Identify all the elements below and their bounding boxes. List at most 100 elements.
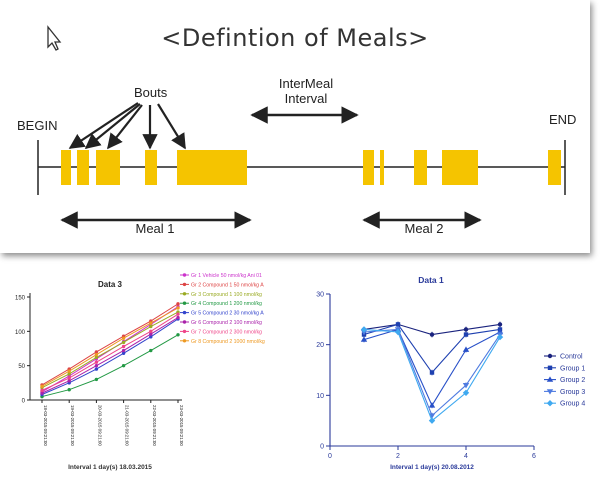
cursor-icon	[47, 25, 62, 51]
data3-series	[40, 310, 180, 390]
data3-point	[149, 335, 153, 339]
meal-definition-diagram: <Defintion of Meals>	[17, 24, 577, 236]
data1-legend-label: Group 4	[560, 401, 585, 408]
data3-legend-marker	[182, 320, 187, 324]
data1-legend-marker	[546, 376, 554, 382]
data1-y-tick-label: 20	[316, 342, 324, 349]
data3-point	[94, 350, 99, 354]
data3-legend-marker	[182, 310, 187, 315]
data3-point	[176, 306, 180, 310]
data3-point	[149, 324, 153, 329]
data1-y-tick-label: 10	[316, 393, 324, 400]
bout-bar	[363, 150, 374, 185]
data3-point	[40, 384, 44, 388]
data1-point	[463, 332, 469, 337]
diagram-canvas: BEGIN END Bouts InterMeal Interval Meal …	[17, 25, 576, 236]
begin-label: BEGIN	[17, 118, 57, 133]
data1-point	[463, 327, 469, 332]
data1-point	[462, 383, 470, 389]
data1-point	[428, 402, 436, 408]
data1-point	[394, 328, 402, 336]
bout-bar	[145, 150, 157, 185]
data3-x-tick-label: 19-03-2015 09:21:00	[70, 405, 75, 446]
intermeal-label: InterMeal	[279, 76, 333, 91]
data1-legend-marker	[546, 400, 554, 407]
data3-point	[176, 315, 180, 320]
data1-point	[429, 370, 435, 375]
data3-point	[67, 379, 71, 383]
data3-point	[67, 376, 71, 380]
data3-point	[94, 360, 99, 364]
bout-bar	[177, 150, 247, 185]
data3-point	[94, 352, 99, 357]
data3-point	[121, 344, 126, 349]
bout-arrow	[107, 104, 143, 150]
end-label: END	[549, 112, 576, 127]
data3-point	[40, 388, 44, 393]
data3-point	[67, 372, 71, 376]
data3-series	[40, 302, 180, 387]
data1-legend-marker	[547, 365, 553, 370]
data3-title: Data 3	[98, 280, 123, 289]
data3-series-line	[41, 303, 179, 386]
data1-x-tick-label: 2	[396, 453, 400, 460]
data1-point	[497, 322, 503, 327]
data3-legend-label: Gr 5 Compound 2 30 nmol/kg A	[191, 311, 264, 317]
data3-point	[67, 388, 71, 392]
data3-y-tick-label: 150	[15, 296, 26, 302]
data3-series	[40, 333, 180, 399]
data1-point	[429, 332, 435, 337]
data3-y-tick-label: 50	[18, 364, 25, 370]
data3-point	[40, 391, 44, 395]
bout-bar	[414, 150, 427, 185]
meal1-label: Meal 1	[135, 221, 174, 236]
data3-legend-marker	[182, 292, 187, 296]
data3-legend-marker	[182, 339, 187, 343]
data3-point	[149, 332, 153, 336]
data3-legend-marker	[182, 329, 187, 334]
data3-point	[94, 363, 99, 368]
bout-bar	[442, 150, 478, 185]
data3-point	[176, 333, 180, 337]
data3-legend-label: Gr 2 Compound 1 50 nmol/kg A	[191, 282, 264, 288]
data1-legend-marker	[547, 353, 553, 359]
data3-x-tick-label: 22-03-2015 09:21:00	[152, 405, 157, 446]
data3-legend-label: Gr 6 Compound 2 100 nmol/kg	[191, 320, 262, 326]
data3-point	[149, 321, 153, 325]
data3-series-line	[41, 311, 179, 389]
data3-series-line	[41, 334, 179, 398]
bouts-label: Bouts	[134, 85, 168, 100]
data1-series-line	[363, 328, 501, 407]
data1-point	[462, 389, 470, 396]
data1-point	[395, 322, 401, 327]
data3-series-line	[41, 317, 179, 394]
data3-point	[176, 312, 180, 316]
data3-series	[40, 306, 180, 388]
data3-x-tick-label: 23-03-2015 09:21:00	[179, 405, 184, 446]
data1-y-tick-label: 30	[316, 292, 324, 299]
data3-legend-label: Gr 1 Vehicle 50 nmol/kg Ani 01	[191, 273, 262, 279]
meal2-label: Meal 2	[404, 221, 443, 236]
data1-point	[496, 333, 504, 341]
data3-series-line	[41, 307, 179, 387]
data1-x-tick-label: 4	[464, 453, 468, 460]
data3-point	[94, 367, 99, 371]
data3-legend-marker	[182, 273, 187, 277]
data3-point	[121, 336, 126, 340]
data1-legend-label: Group 3	[560, 389, 585, 396]
data3-y-tick-label: 100	[15, 330, 26, 336]
data1-point	[360, 336, 368, 342]
data3-x-tick-label: 20-03-2015 09:21:00	[97, 405, 102, 446]
data3-legend-marker	[182, 282, 187, 287]
bout-bar	[96, 150, 120, 185]
data3-series	[40, 312, 180, 393]
data1-legend-marker	[546, 389, 554, 395]
bout-bar	[548, 150, 561, 185]
bout-bar	[77, 150, 89, 185]
data3-y-tick-label: 0	[22, 399, 26, 405]
data1-point	[428, 413, 436, 419]
data1-legend-label: Group 1	[560, 365, 585, 372]
data3-point	[149, 329, 153, 334]
